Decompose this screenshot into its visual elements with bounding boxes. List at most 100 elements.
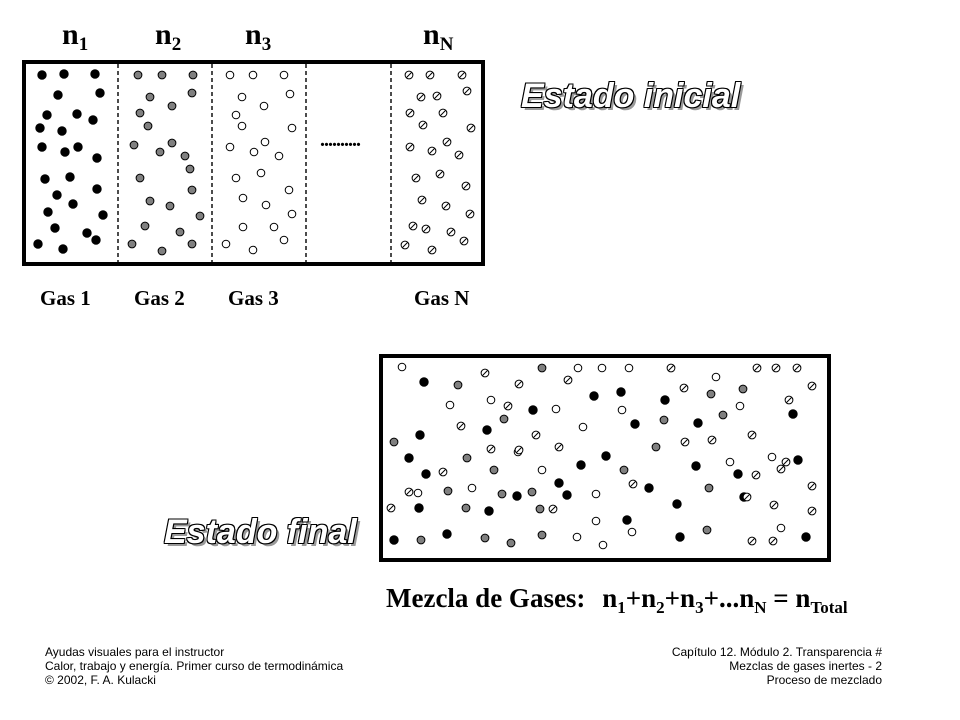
molecule-gas1 — [82, 228, 92, 238]
molecule-gas2 — [537, 530, 547, 540]
molecule-gas3 — [735, 401, 745, 411]
molecule-gas2 — [704, 483, 714, 493]
molecule-gas2 — [135, 108, 145, 118]
molecule-gasN — [405, 142, 415, 152]
molecule-gas1 — [562, 490, 572, 500]
molecule-gas3 — [578, 422, 588, 432]
molecule-gasN — [628, 479, 638, 489]
molecule-gas2 — [461, 503, 471, 513]
molecule-gas3 — [231, 173, 241, 183]
molecule-gas1 — [733, 469, 743, 479]
molecule-gasN — [404, 487, 414, 497]
molecule-gas2 — [389, 437, 399, 447]
molecule-gas1 — [616, 387, 626, 397]
molecule-gas1 — [672, 499, 682, 509]
molecule-gas2 — [195, 211, 205, 221]
molecule-gas2 — [165, 201, 175, 211]
molecule-gasN — [514, 445, 524, 455]
molecule-gas2 — [129, 140, 139, 150]
molecule-gasN — [386, 503, 396, 513]
mixture-formula: Mezcla de Gases: n1+n2+n3+...nN = nTotal — [386, 583, 848, 617]
molecule-gas3 — [767, 452, 777, 462]
molecule-gasN — [742, 492, 752, 502]
molecule-gas1 — [793, 455, 803, 465]
molecule-gas1 — [691, 461, 701, 471]
molecule-gasN — [417, 195, 427, 205]
molecule-gasN — [531, 430, 541, 440]
molecule-gas2 — [157, 70, 167, 80]
molecule-gas1 — [91, 235, 101, 245]
molecule-gasN — [769, 500, 779, 510]
molecule-gas2 — [175, 227, 185, 237]
label-n2: n2 — [155, 18, 182, 55]
molecule-gas3 — [285, 89, 295, 99]
molecule-gas1 — [554, 478, 564, 488]
molecule-gasN — [400, 240, 410, 250]
molecule-gas2 — [527, 487, 537, 497]
molecule-gas3 — [269, 222, 279, 232]
molecule-gas3 — [249, 147, 259, 157]
molecule-gas2 — [506, 538, 516, 548]
molecule-gas1 — [57, 126, 67, 136]
molecule-gas2 — [718, 410, 728, 420]
molecule-gasN — [411, 173, 421, 183]
molecule-gas1 — [576, 460, 586, 470]
molecule-gas1 — [421, 469, 431, 479]
molecule-gas2 — [702, 525, 712, 535]
final-state-title: Estado final — [164, 513, 357, 551]
molecule-gas2 — [187, 185, 197, 195]
molecule-gas2 — [497, 489, 507, 499]
gas-label-N: Gas N — [414, 286, 470, 310]
molecule-gas1 — [58, 244, 68, 254]
molecule-gas3 — [225, 70, 235, 80]
molecule-gas3 — [572, 532, 582, 542]
molecule-gasN — [747, 430, 757, 440]
molecule-gas2 — [443, 486, 453, 496]
molecule-gasN — [454, 150, 464, 160]
molecule-gas1 — [644, 483, 654, 493]
molecule-gas2 — [619, 465, 629, 475]
mixture-label: Mezcla de Gases: — [386, 583, 586, 613]
molecule-gas3 — [238, 193, 248, 203]
molecule-gas3 — [573, 363, 583, 373]
molecule-gas1 — [630, 419, 640, 429]
molecule-gasN — [438, 467, 448, 477]
molecule-gasN — [503, 401, 513, 411]
molecule-gas2 — [155, 147, 165, 157]
molecule-gasN — [441, 201, 451, 211]
molecule-gas1 — [42, 110, 52, 120]
molecule-gas1 — [442, 529, 452, 539]
molecule-gasN — [446, 227, 456, 237]
molecule-gas2 — [167, 138, 177, 148]
molecule-gas3 — [287, 209, 297, 219]
molecule-gas3 — [231, 110, 241, 120]
molecule-gas1 — [68, 199, 78, 209]
molecule-gasN — [707, 435, 717, 445]
molecule-gasN — [751, 470, 761, 480]
label-n1: n1 — [62, 18, 89, 55]
molecule-gas1 — [40, 174, 50, 184]
molecule-gasN — [456, 421, 466, 431]
molecule-gas1 — [92, 153, 102, 163]
molecule-gas1 — [52, 190, 62, 200]
gas-label-3: Gas 3 — [228, 286, 279, 310]
molecule-gas1 — [53, 90, 63, 100]
molecule-gas2 — [140, 221, 150, 231]
molecule-gas3 — [260, 137, 270, 147]
molecule-gas3 — [617, 405, 627, 415]
molecule-gas1 — [693, 418, 703, 428]
molecule-gasN — [416, 92, 426, 102]
molecule-gas3 — [413, 488, 423, 498]
molecule-gas3 — [256, 168, 266, 178]
molecule-gas2 — [187, 88, 197, 98]
molecule-gas1 — [95, 88, 105, 98]
molecule-gasN — [418, 120, 428, 130]
initial-molecules — [33, 69, 476, 256]
molecule-gasN — [459, 236, 469, 246]
initial-box-frame — [22, 60, 485, 266]
molecule-gas3 — [467, 483, 477, 493]
molecule-gas1 — [404, 453, 414, 463]
molecule-gasN — [480, 368, 490, 378]
molecule-gas1 — [512, 491, 522, 501]
final-box-frame — [379, 354, 831, 562]
